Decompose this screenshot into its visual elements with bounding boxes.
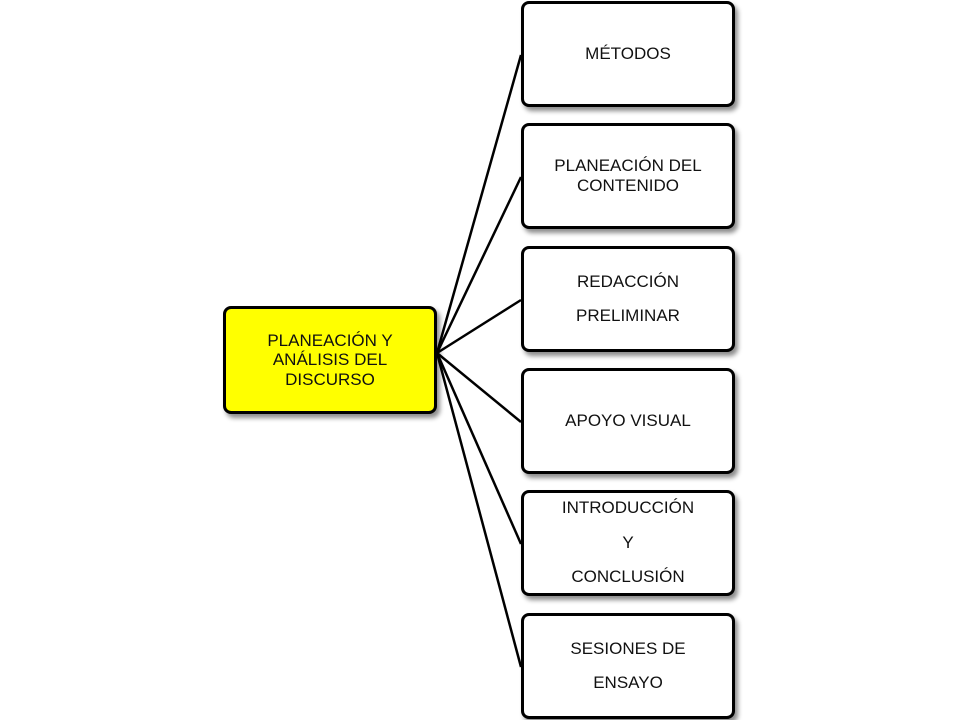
connector-sesiones-ensayo — [435, 352, 523, 668]
root-line-3: DISCURSO — [285, 369, 375, 389]
node-introduccion-conclusion-line-1: INTRODUCCIÓN — [561, 498, 695, 518]
node-sesiones-ensayo-line-2: ENSAYO — [593, 673, 663, 692]
connector-introduccion-conclusion — [435, 352, 523, 545]
node-redaccion-preliminar-line-1: REDACCIÓN — [576, 271, 679, 291]
node-introduccion-conclusion-line-3: CONCLUSIÓN — [571, 567, 685, 587]
node-sesiones-ensayo: SESIONES DE ENSAYO — [521, 613, 735, 719]
node-apoyo-visual: APOYO VISUAL — [521, 368, 735, 474]
node-sesiones-ensayo-line-1: SESIONES DE — [570, 638, 686, 658]
node-introduccion-conclusion: INTRODUCCIÓN Y CONCLUSIÓN — [521, 490, 735, 596]
node-planeacion-contenido-line-2: CONTENIDO — [577, 176, 679, 195]
connector-redaccion-preliminar — [436, 298, 522, 355]
node-planeacion-contenido-line-1: PLANEACIÓN DEL — [554, 155, 702, 175]
root-line-2: ANÁLISIS DEL — [272, 350, 388, 370]
node-metodos-label: MÉTODOS — [585, 43, 671, 63]
connector-apoyo-visual — [436, 352, 522, 423]
connector-metodos — [435, 54, 523, 354]
node-introduccion-conclusion-line-2: Y — [622, 532, 634, 552]
node-redaccion-preliminar-line-2: PRELIMINAR — [576, 306, 680, 325]
node-planeacion-contenido: PLANEACIÓN DEL CONTENIDO — [521, 123, 735, 229]
node-apoyo-visual-label: APOYO VISUAL — [565, 410, 691, 430]
node-metodos: MÉTODOS — [521, 1, 735, 107]
root-node-planeacion-analisis-discurso: PLANEACIÓN Y ANÁLISIS DEL DISCURSO — [223, 306, 437, 414]
node-redaccion-preliminar: REDACCIÓN PRELIMINAR — [521, 246, 735, 352]
root-line-1: PLANEACIÓN Y — [267, 330, 393, 350]
connector-planeacion-contenido — [435, 176, 523, 354]
